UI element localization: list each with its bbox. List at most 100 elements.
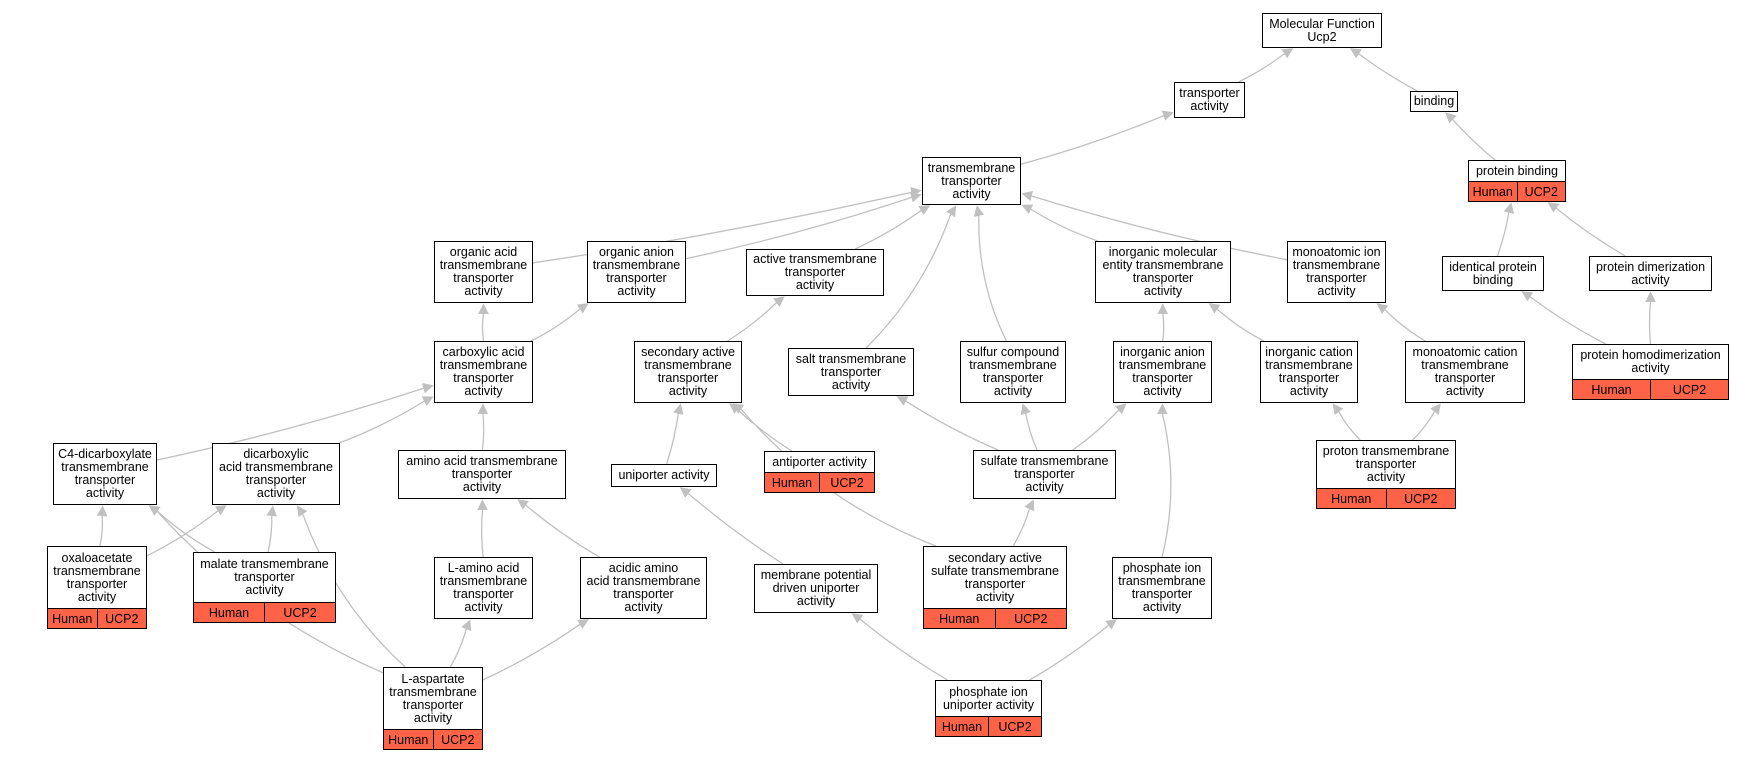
term-label: protein homodimerization activity — [1580, 348, 1721, 375]
term-node-l-aspartate[interactable]: L-aspartate transmembrane transporter ac… — [383, 667, 483, 750]
annotation-gene: UCP2 — [96, 609, 146, 628]
term-node-monoatomic-ion[interactable]: monoatomic ion transmembrane transporter… — [1287, 241, 1386, 303]
term-node-organic-acid[interactable]: organic acid transmembrane transporter a… — [434, 241, 533, 303]
arrowhead-icon — [1021, 190, 1033, 202]
edge-tmta-to-transporter — [1020, 114, 1165, 165]
edge-inorganic-anion-to-inorganic-molecular — [1162, 313, 1165, 342]
arrowhead-icon — [896, 396, 909, 406]
term-node-oxaloacetate[interactable]: oxaloacetate transmembrane transporter a… — [47, 546, 147, 629]
edge-l-aspartate-to-acidic-amino-acid — [482, 623, 581, 681]
arrowhead-icon — [918, 205, 931, 216]
edge-organic-anion-to-tmta — [685, 196, 913, 260]
term-label: Molecular Function Ucp2 — [1269, 16, 1375, 44]
arrowhead-icon — [96, 505, 108, 517]
arrowhead-icon — [910, 192, 922, 203]
arrowhead-icon — [1021, 204, 1034, 215]
edge-c4-dicarboxylate-to-carboxylic-acid — [156, 387, 425, 461]
edge-l-aspartate-to-dicarboxylic — [301, 513, 406, 668]
annotation-species: Human — [194, 603, 264, 622]
annotation-species: Human — [936, 717, 988, 736]
arrowhead-icon — [422, 383, 434, 394]
term-node-phosphate-ion-tm[interactable]: phosphate ion transmembrane transporter … — [1112, 557, 1212, 619]
term-node-tmta[interactable]: transmembrane transporter activity — [922, 157, 1021, 205]
edge-protein-homodimerization-to-protein-dimerization — [1648, 301, 1652, 345]
edge-identical-protein-to-protein-binding — [1496, 212, 1510, 257]
term-label: inorganic anion transmembrane transporte… — [1118, 345, 1207, 398]
term-node-identical-protein[interactable]: identical protein binding — [1442, 256, 1544, 291]
term-label: organic acid transmembrane transporter a… — [439, 245, 528, 298]
term-node-carboxylic-acid[interactable]: carboxylic acid transmembrane transporte… — [434, 341, 533, 403]
term-node-secondary-active[interactable]: secondary active transmembrane transport… — [634, 341, 742, 403]
annotation-gene: UCP2 — [994, 609, 1066, 628]
term-node-membrane-potential[interactable]: membrane potential driven uniporter acti… — [754, 564, 878, 613]
term-label: proton transmembrane transporter activit… — [1322, 444, 1450, 484]
edge-phosphate-ion-tm-to-inorganic-anion — [1161, 413, 1172, 558]
term-node-transporter[interactable]: transporter activity — [1174, 82, 1245, 118]
edge-amino-acid-to-carboxylic-acid — [481, 413, 485, 451]
annotation-gene: UCP2 — [1385, 489, 1455, 508]
edge-organic-acid-to-tmta — [532, 191, 912, 264]
arrowhead-icon — [851, 613, 864, 624]
annotation-gene: UCP2 — [819, 473, 874, 492]
term-node-acidic-amino-acid[interactable]: acidic amino acid transmembrane transpor… — [580, 557, 707, 619]
term-node-organic-anion[interactable]: organic anion transmembrane transporter … — [587, 241, 686, 303]
term-label: inorganic cation transmembrane transport… — [1265, 345, 1353, 398]
term-node-binding[interactable]: binding — [1410, 91, 1458, 112]
term-node-monoatomic-cation[interactable]: monoatomic cation transmembrane transpor… — [1405, 341, 1525, 403]
term-node-proton-tm[interactable]: proton transmembrane transporter activit… — [1316, 440, 1456, 509]
edge-transporter-to-root — [1238, 52, 1286, 83]
edge-inorganic-cation-to-inorganic-molecular — [1216, 308, 1264, 342]
term-node-active-tm[interactable]: active transmembrane transporter activit… — [746, 249, 884, 296]
term-node-sulfate-tm[interactable]: sulfate transmembrane transporter activi… — [973, 450, 1116, 499]
term-label: oxaloacetate transmembrane transporter a… — [53, 550, 141, 604]
term-label: L-amino acid transmembrane transporter a… — [439, 561, 528, 614]
term-node-secondary-active-sulfate[interactable]: secondary active sulfate transmembrane t… — [923, 546, 1067, 629]
term-node-uniporter[interactable]: uniporter activity — [611, 464, 717, 487]
term-node-l-amino-acid[interactable]: L-amino acid transmembrane transporter a… — [434, 557, 533, 619]
term-node-protein-dimerization[interactable]: protein dimerization activity — [1589, 256, 1712, 291]
arrowhead-icon — [421, 396, 434, 406]
term-node-dicarboxylic[interactable]: dicarboxylic acid transmembrane transpor… — [212, 443, 340, 505]
term-node-malate[interactable]: malate transmembrane transporter activit… — [193, 552, 336, 623]
term-node-sulfur-compound[interactable]: sulfur compound transmembrane transporte… — [960, 341, 1066, 403]
edge-sulfate-tm-to-sulfur-compound — [1024, 412, 1038, 451]
arrowhead-icon — [1157, 303, 1169, 314]
edge-malate-to-dicarboxylic — [267, 515, 273, 553]
edge-protein-dimerization-to-protein-binding — [1555, 207, 1626, 257]
arrowhead-icon — [1281, 48, 1294, 59]
term-label: malate transmembrane transporter activit… — [200, 557, 329, 597]
term-node-inorganic-molecular[interactable]: inorganic molecular entity transmembrane… — [1095, 241, 1231, 303]
term-node-salt-tm[interactable]: salt transmembrane transporter activity — [788, 348, 914, 396]
term-label: C4-dicarboxylate transmembrane transport… — [58, 447, 152, 500]
term-node-inorganic-anion[interactable]: inorganic anion transmembrane transporte… — [1113, 341, 1212, 403]
term-node-root[interactable]: Molecular Function Ucp2 — [1262, 13, 1382, 48]
term-node-c4-dicarboxylate[interactable]: C4-dicarboxylate transmembrane transport… — [53, 443, 157, 505]
arrowhead-icon — [1105, 619, 1118, 630]
term-node-amino-acid[interactable]: amino acid transmembrane transporter act… — [398, 450, 566, 499]
term-label: amino acid transmembrane transporter act… — [406, 454, 558, 494]
term-label: transmembrane transporter activity — [927, 160, 1016, 201]
arrowhead-icon — [1430, 403, 1441, 415]
arrowhead-icon — [1503, 202, 1514, 214]
arrowhead-icon — [1161, 110, 1174, 121]
arrowhead-icon — [732, 403, 745, 414]
term-label: phosphate ion transmembrane transporter … — [1118, 561, 1206, 614]
term-label: L-aspartate transmembrane transporter ac… — [389, 671, 477, 725]
term-label: antiporter activity — [772, 454, 867, 469]
term-label: sulfur compound transmembrane transporte… — [966, 345, 1060, 398]
term-label: transporter activity — [1179, 86, 1240, 113]
annotation-species: Human — [765, 473, 819, 492]
annotation-species: Human — [1469, 182, 1517, 201]
term-node-inorganic-cation[interactable]: inorganic cation transmembrane transport… — [1260, 341, 1358, 403]
arrowhead-icon — [1020, 403, 1031, 416]
arrowhead-icon — [679, 487, 692, 498]
edge-binding-to-root — [1358, 53, 1418, 92]
arrowhead-icon — [1445, 112, 1457, 124]
edge-l-amino-acid-to-amino-acid — [480, 509, 484, 558]
